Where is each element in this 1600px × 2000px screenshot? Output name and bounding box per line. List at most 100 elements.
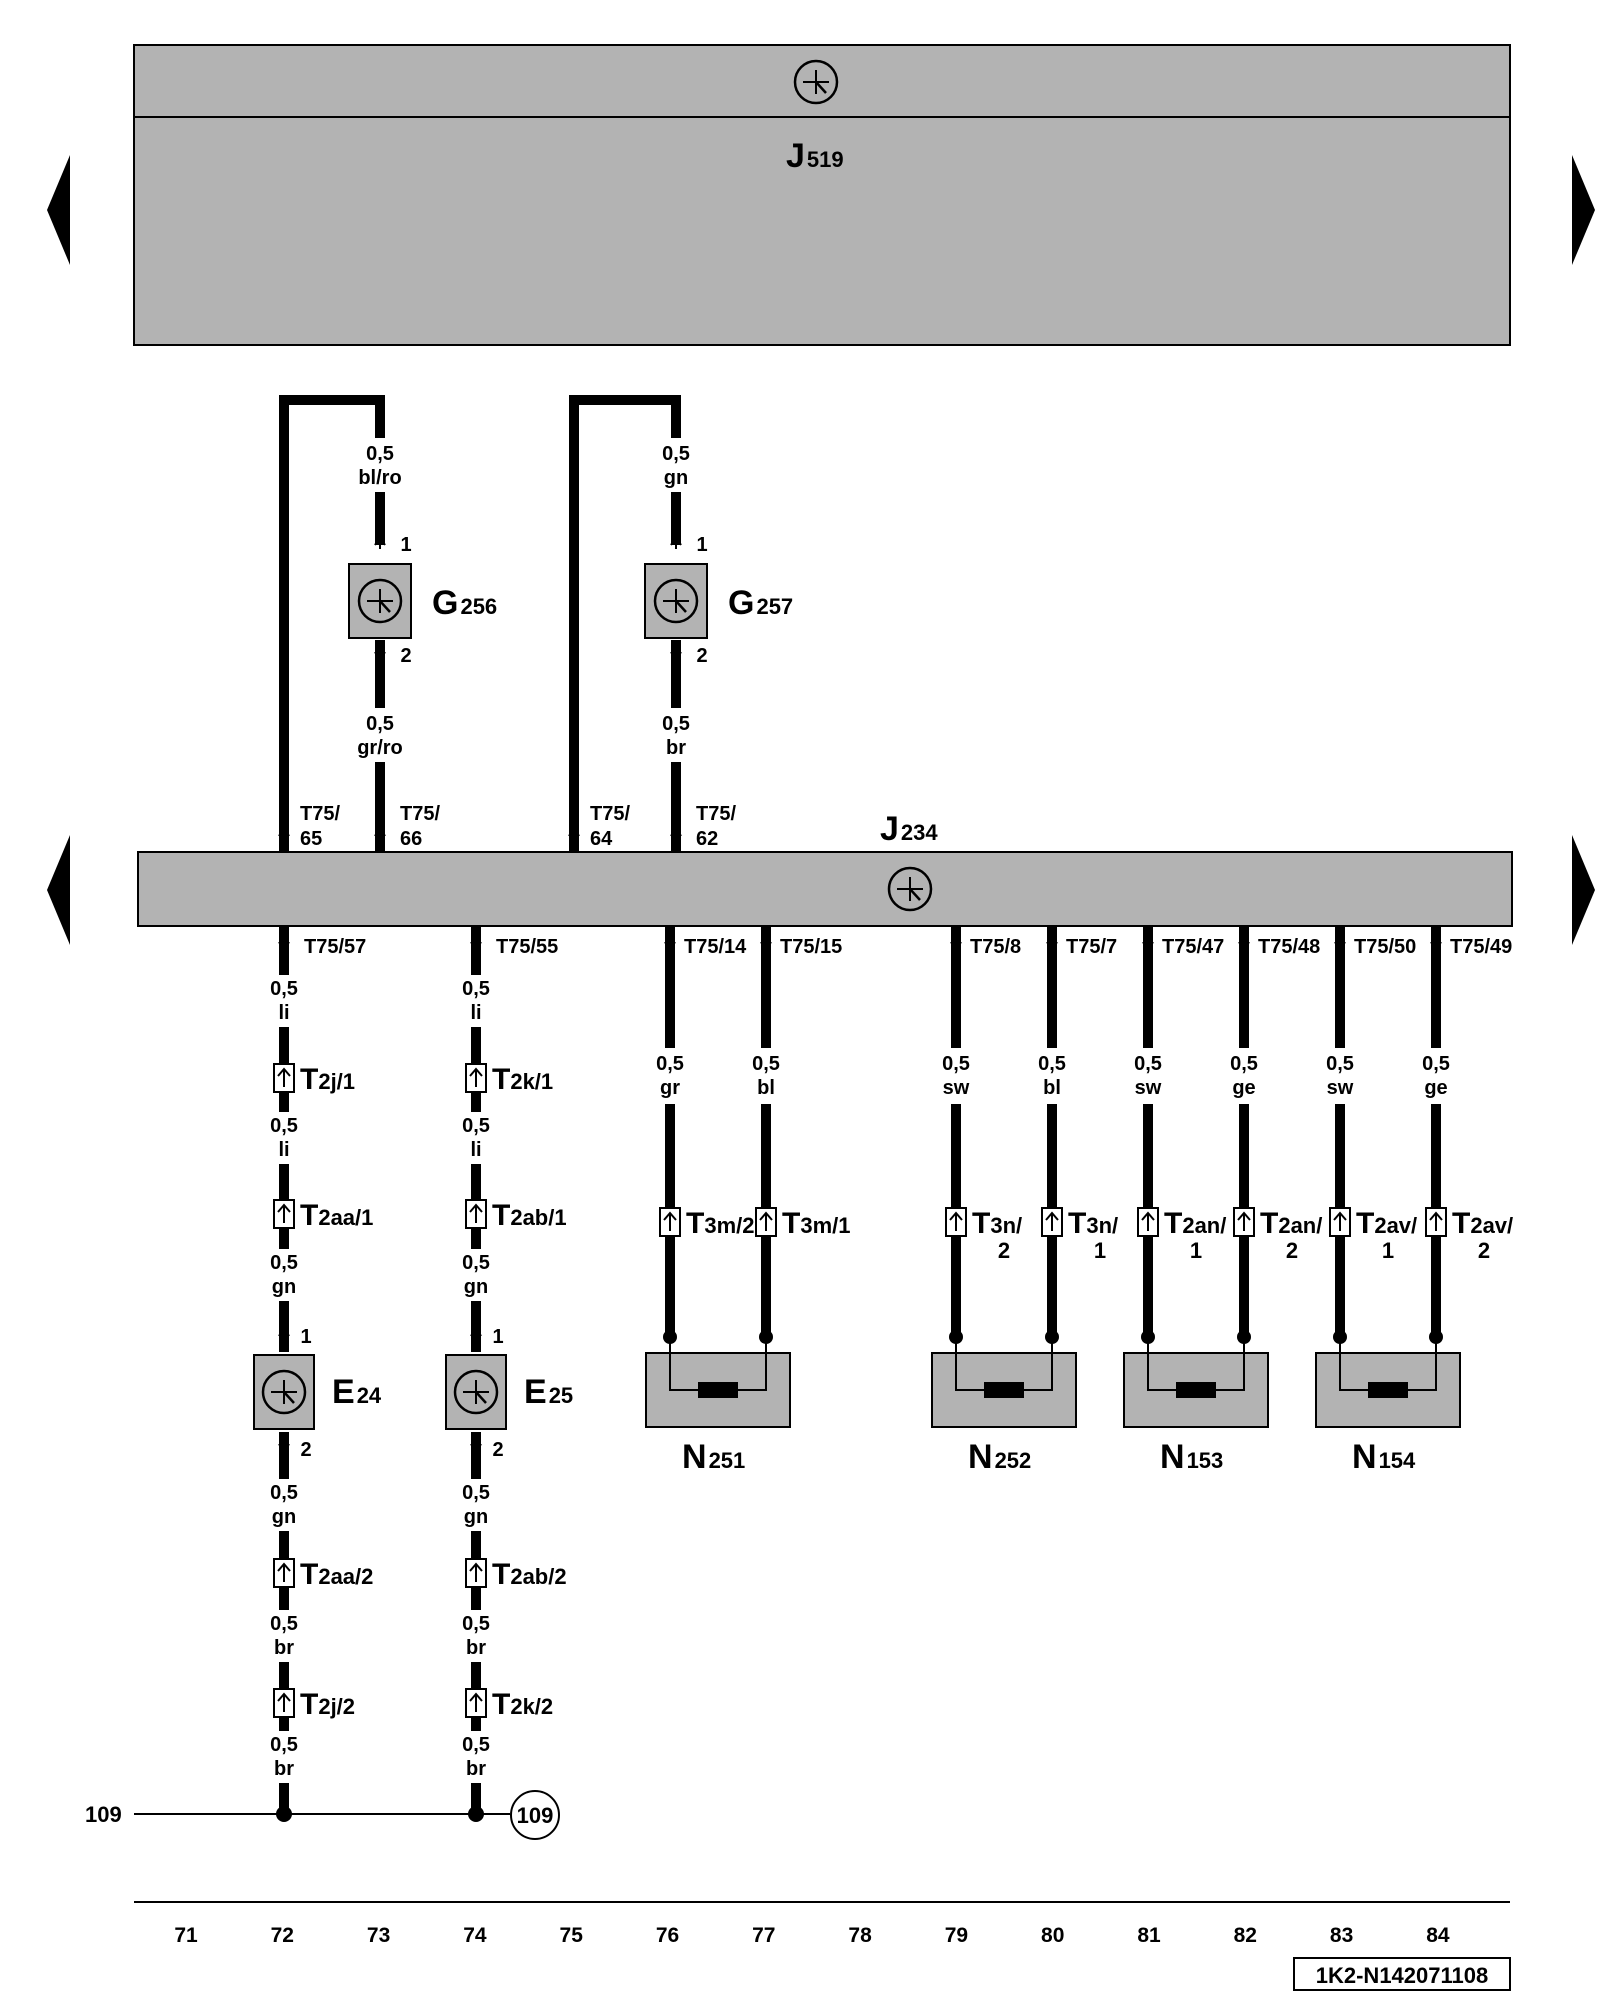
return-wire [279,395,385,852]
connector-2j-1[interactable]: T2j/1 [273,1063,355,1096]
wire-color: li [470,1139,481,1161]
wire-color: li [278,1002,289,1024]
sensor-body-g256[interactable] [348,563,412,639]
wire-label-gap [1422,1048,1450,1104]
ground-ref-circle[interactable]: 109 [510,1790,560,1840]
symbol-line [475,1391,487,1404]
wire-size: 0,5 [1422,1053,1450,1075]
ruler-number: 79 [945,1924,968,1947]
wire-label-gap [942,1048,970,1104]
connector-label-line2: 1 [1382,1238,1394,1263]
connector-arrow-icon [277,1067,291,1087]
sensor-body-e25[interactable] [445,1354,507,1430]
connector-arrow-icon [1333,1211,1347,1231]
connector-3m2[interactable]: T3m/2 [659,1207,754,1240]
connector-label: T2av/ [1356,1207,1417,1240]
wire-size: 0,5 [1326,1053,1354,1075]
connector-label: T2j/1 [300,1063,355,1096]
connector-label: T2k/2 [492,1688,553,1721]
wire-label-gap [462,1479,490,1531]
wire-label-gap [366,708,394,762]
bottom-sensors: T75/570,5li0,5li0,5gn0,5gn0,5br0,5brT2j/… [253,926,573,1814]
sensor-body-g257[interactable] [644,563,708,639]
connector-label: T2aa/2 [300,1558,373,1591]
connector-2aa-1[interactable]: T2aa/1 [273,1199,373,1232]
wire-size: 0,5 [462,1252,490,1274]
connector-2j-2[interactable]: T2j/2 [273,1688,355,1721]
terminal-label: T75/ [300,803,340,825]
wire-label-gap [1230,1048,1258,1104]
wire-label-gap [656,1048,684,1104]
ruler-number: 80 [1041,1924,1064,1947]
ruler-number: 72 [271,1924,294,1947]
sensor-symbol-icon [453,1369,499,1415]
terminal-label: 64 [590,828,613,850]
sensor-e24[interactable]: T75/570,5li0,5li0,5gn0,5gn0,5br0,5brT2j/… [253,926,382,1814]
sensor-symbol-icon [357,578,403,624]
wire-size: 0,5 [270,1115,298,1137]
ruler-number: 78 [848,1924,872,1947]
sensor-label: G256 [432,584,497,622]
terminal-label: T75/14 [684,936,747,958]
wire-color: sw [943,1077,970,1099]
wire-color: br [466,1758,486,1780]
ruler-number: 84 [1426,1924,1450,1947]
wire-size: 0,5 [270,978,298,1000]
wire-size: 0,5 [462,1115,490,1137]
connector-2av[interactable]: T2av/1 [1329,1207,1417,1263]
next-page-arrow-icon[interactable] [1572,155,1595,265]
connector-2an[interactable]: T2an/1 [1137,1207,1226,1263]
terminal-label: T75/55 [496,936,558,958]
wire-size: 0,5 [270,1252,298,1274]
wire-label-gap [270,1479,298,1531]
return-wire [569,395,681,852]
wire-size: 0,5 [662,713,690,735]
next-page-arrow-icon[interactable] [1572,835,1595,945]
connector-2ab-1[interactable]: T2ab/1 [465,1199,567,1232]
wire-color: sw [1327,1077,1354,1099]
terminal-label: T75/7 [1066,936,1117,958]
wire-label-gap [270,1610,298,1662]
connector-2av[interactable]: T2av/2 [1425,1207,1513,1263]
wire-size: 0,5 [1038,1053,1066,1075]
connector-3n[interactable]: T3n/1 [1041,1207,1118,1263]
connector-2aa-2[interactable]: T2aa/2 [273,1558,373,1591]
connector-2an[interactable]: T2an/2 [1233,1207,1322,1263]
wire-color: br [466,1637,486,1659]
pin-number: 1 [400,534,411,556]
wire-size: 0,5 [366,443,394,465]
connector-2k-1[interactable]: T2k/1 [465,1063,553,1096]
connector-3n[interactable]: T3n/2 [945,1207,1022,1263]
connector-arrow-icon [469,1067,483,1087]
connector-2k-2[interactable]: T2k/2 [465,1688,553,1721]
wire-size: 0,5 [462,978,490,1000]
sensor-body-e24[interactable] [253,1354,315,1430]
valve-label: N153 [1160,1438,1223,1476]
sensor-label: G257 [728,584,793,622]
terminal-label: T75/47 [1162,936,1224,958]
ground-right-label: 109 [517,1803,554,1828]
wire-size: 0,5 [366,713,394,735]
wire-label-gap [270,1249,298,1301]
wire-color: br [274,1637,294,1659]
connector-2ab-2[interactable]: T2ab/2 [465,1558,567,1591]
sensor-e25[interactable]: T75/550,5li0,5li0,5gn0,5gn0,5br0,5brT2k/… [445,926,573,1814]
connector-3m1[interactable]: T3m/1 [755,1207,850,1240]
connector-label: T3m/1 [782,1207,850,1240]
ruler-number: 83 [1330,1924,1353,1947]
prev-page-arrow-icon[interactable] [47,835,70,945]
connector-label: T2k/1 [492,1063,553,1096]
wire-color: gn [272,1276,296,1298]
ruler-number: 71 [174,1924,198,1947]
prev-page-arrow-icon[interactable] [47,155,70,265]
connector-label: T3m/2 [686,1207,754,1240]
wire-size: 0,5 [462,1482,490,1504]
pin-number: 2 [400,645,411,667]
